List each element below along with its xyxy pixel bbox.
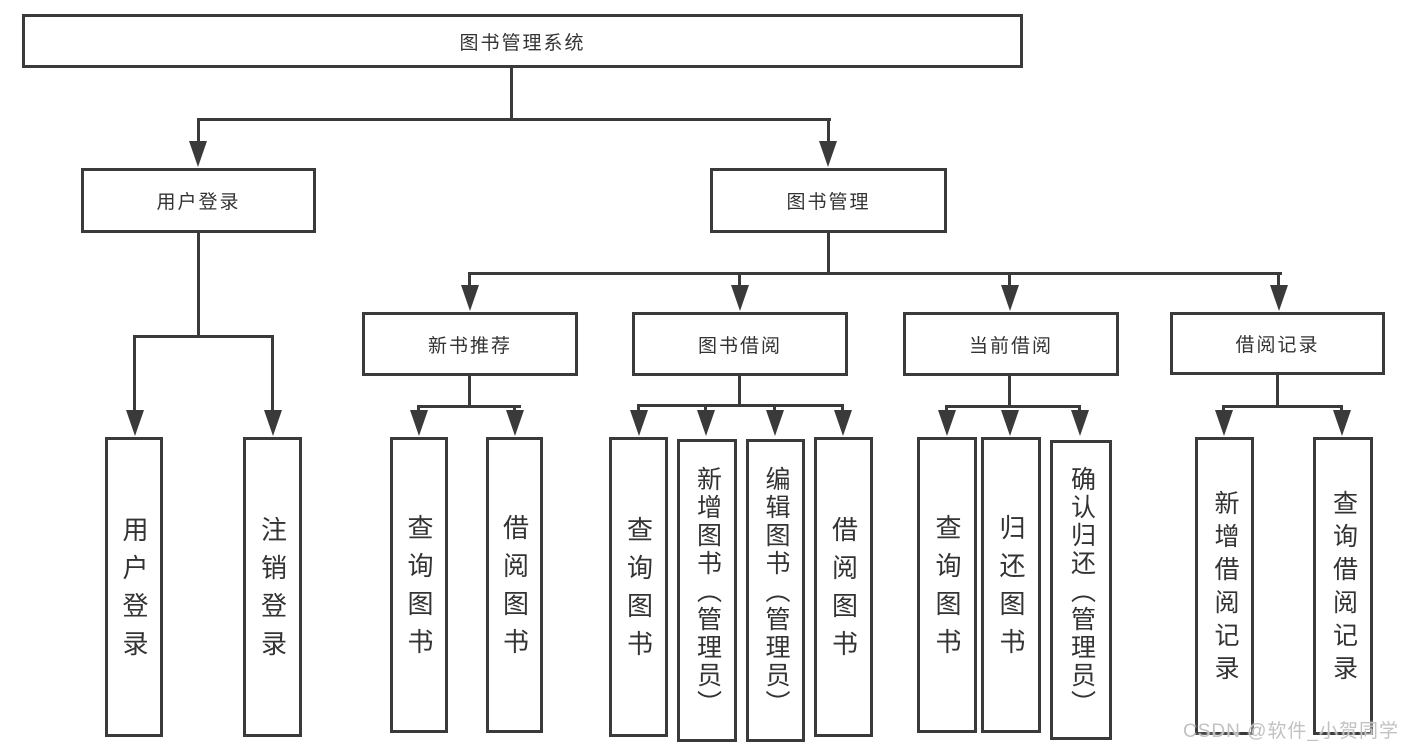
connector-line — [468, 272, 471, 288]
connector-line — [197, 118, 200, 144]
connector-line — [1340, 405, 1343, 413]
connector-line — [513, 405, 516, 413]
node-book-management-label: 图书管理 — [786, 192, 871, 213]
leaf-user-login-label: 用户登录 — [119, 516, 149, 668]
leaf-borrow-books-recommend-label: 借阅图书 — [499, 514, 530, 666]
arrow-down-icon — [697, 410, 715, 436]
leaf-logout-label: 注销登录 — [257, 516, 288, 668]
leaf-query-books-current: 查询图书 — [917, 437, 977, 733]
leaf-edit-book-admin-label: 编辑图书（管理员） — [762, 466, 790, 718]
arrow-down-icon — [1215, 410, 1233, 436]
connector-line — [773, 404, 776, 413]
connector-line — [738, 376, 741, 406]
connector-line — [133, 335, 274, 338]
leaf-confirm-return-admin: 确认归还（管理员） — [1050, 440, 1112, 740]
arrow-down-icon — [1270, 285, 1288, 311]
arrow-down-icon — [766, 410, 784, 436]
leaf-return-book: 归还图书 — [981, 437, 1041, 733]
arrow-down-icon — [1333, 410, 1351, 436]
leaf-add-book-admin-label: 新增图书（管理员） — [693, 466, 722, 718]
leaf-return-book-label: 归还图书 — [996, 514, 1026, 666]
arrow-down-icon — [819, 141, 837, 167]
arrow-down-icon — [410, 410, 428, 436]
arrow-down-icon — [264, 410, 282, 436]
connector-line — [271, 335, 274, 410]
leaf-confirm-return-admin-label: 确认归还（管理员） — [1067, 465, 1096, 718]
connector-line — [468, 376, 471, 407]
connector-line — [1008, 272, 1011, 288]
arrow-down-icon — [834, 410, 852, 436]
connector-line — [1222, 405, 1343, 408]
arrow-down-icon — [938, 410, 956, 436]
leaf-add-book-admin: 新增图书（管理员） — [677, 439, 737, 742]
leaf-edit-book-admin: 编辑图书（管理员） — [746, 439, 805, 742]
connector-line — [1222, 405, 1225, 413]
leaf-borrow-books-borrow-label: 借阅图书 — [828, 516, 859, 668]
node-borrow-records-label: 借阅记录 — [1235, 335, 1320, 356]
node-book-management: 图书管理 — [710, 168, 947, 233]
leaf-query-books-current-label: 查询图书 — [932, 514, 962, 666]
connector-line — [510, 68, 513, 120]
node-current-borrowing-label: 当前借阅 — [968, 335, 1053, 357]
connector-line — [827, 233, 830, 275]
leaf-query-books-borrow: 查询图书 — [609, 437, 668, 737]
node-new-book-recommend: 新书推荐 — [362, 312, 578, 376]
connector-line — [827, 118, 830, 144]
arrow-down-icon — [731, 285, 749, 311]
leaf-add-borrow-record-label: 新增借阅记录 — [1211, 490, 1239, 688]
connector-line — [1277, 272, 1280, 288]
connector-line — [637, 404, 640, 413]
node-root: 图书管理系统 — [22, 14, 1023, 68]
connector-line — [1276, 375, 1279, 407]
arrow-down-icon — [1001, 285, 1019, 311]
arrow-down-icon — [461, 285, 479, 311]
node-user-login-label: 用户登录 — [156, 192, 241, 213]
leaf-borrow-books-borrow: 借阅图书 — [814, 437, 873, 737]
arrow-down-icon — [1071, 410, 1089, 436]
connector-line — [197, 233, 200, 337]
leaf-query-books-recommend: 查询图书 — [390, 437, 448, 733]
node-current-borrowing: 当前借阅 — [903, 312, 1119, 376]
leaf-borrow-books-recommend: 借阅图书 — [486, 437, 543, 733]
leaf-query-books-recommend-label: 查询图书 — [404, 514, 434, 666]
arrow-down-icon — [126, 410, 144, 436]
leaf-query-borrow-record: 查询借阅记录 — [1313, 437, 1373, 735]
leaf-query-books-borrow-label: 查询图书 — [623, 516, 654, 668]
arrow-down-icon — [189, 141, 207, 167]
leaf-user-login: 用户登录 — [105, 437, 163, 737]
connector-line — [637, 404, 844, 407]
connector-line — [1008, 376, 1011, 407]
node-book-borrowing: 图书借阅 — [632, 312, 848, 376]
connector-line — [1078, 405, 1081, 413]
node-user-login: 用户登录 — [81, 168, 316, 233]
connector-line — [841, 404, 844, 413]
leaf-add-borrow-record: 新增借阅记录 — [1195, 437, 1254, 735]
arrow-down-icon — [630, 410, 648, 436]
watermark: CSDN @软件_小贺同学 — [1183, 721, 1399, 742]
connector-line — [704, 404, 707, 413]
node-root-label: 图书管理系统 — [459, 32, 586, 54]
connector-line — [417, 405, 420, 413]
connector-line — [738, 272, 741, 288]
leaf-logout: 注销登录 — [243, 437, 302, 737]
connector-line — [197, 118, 831, 121]
node-borrow-records: 借阅记录 — [1170, 312, 1385, 375]
connector-line — [468, 272, 1282, 275]
node-new-book-recommend-label: 新书推荐 — [427, 335, 512, 357]
arrow-down-icon — [1001, 410, 1019, 436]
connector-line — [945, 405, 1081, 408]
leaf-query-borrow-record-label: 查询借阅记录 — [1329, 490, 1358, 688]
connector-line — [133, 335, 136, 410]
connector-line — [945, 405, 948, 413]
connector-line — [417, 405, 521, 408]
arrow-down-icon — [506, 410, 524, 436]
node-book-borrowing-label: 图书借阅 — [697, 335, 782, 357]
